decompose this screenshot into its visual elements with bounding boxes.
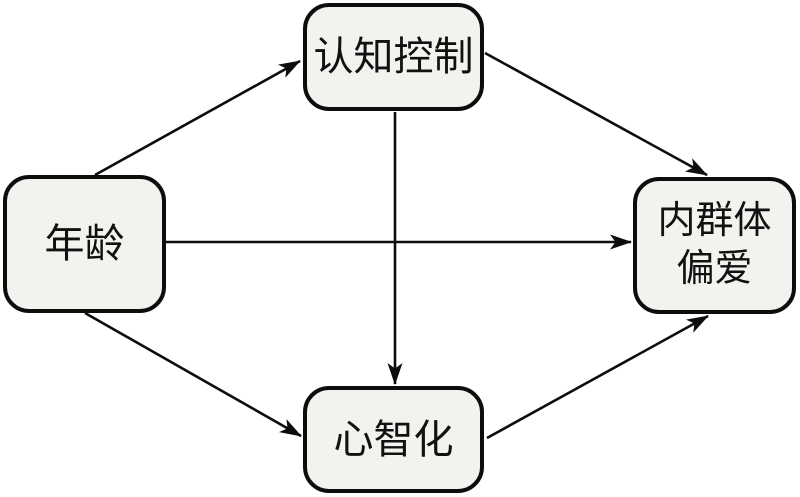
node-cognitive-control: 认知控制 bbox=[303, 3, 484, 111]
node-cognitive-control-label: 认知控制 bbox=[313, 34, 474, 79]
node-mentalizing: 心智化 bbox=[303, 386, 484, 493]
edge-cognitive-control-to-ingroup-favoritism bbox=[484, 51, 708, 177]
node-ingroup-favoritism-label: 内群体 偏爱 bbox=[657, 198, 771, 294]
node-age: 年龄 bbox=[3, 175, 166, 313]
node-ingroup-favoritism: 内群体 偏爱 bbox=[633, 177, 796, 314]
node-mentalizing-label: 心智化 bbox=[333, 416, 454, 462]
node-ingroup-favoritism-label-line1: 内群体 bbox=[657, 199, 772, 242]
node-age-label: 年龄 bbox=[44, 221, 125, 266]
edge-mentalizing-to-ingroup-favoritism bbox=[486, 314, 709, 440]
edge-age-to-cognitive-control bbox=[94, 59, 301, 177]
node-ingroup-favoritism-label-line2: 偏爱 bbox=[676, 247, 753, 290]
edge-age-to-mentalizing bbox=[84, 311, 302, 438]
